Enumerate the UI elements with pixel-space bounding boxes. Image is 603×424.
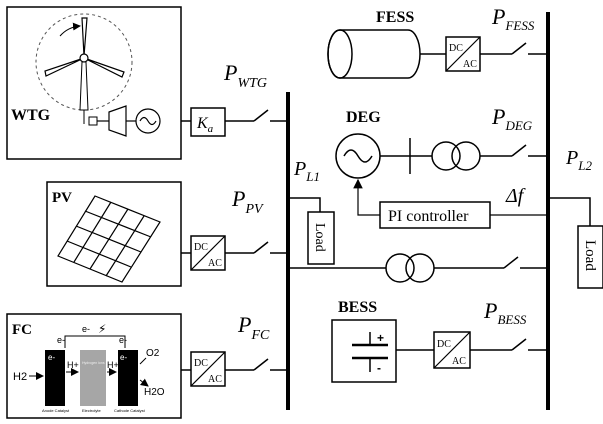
wtg-label: WTG xyxy=(11,107,51,124)
cathode-plate xyxy=(118,350,138,406)
anode-plate xyxy=(45,350,65,406)
ka-gain-box xyxy=(190,107,226,137)
p-bess-label: PBESS xyxy=(483,298,527,327)
fess-block: FESS xyxy=(327,9,421,79)
bess-converter-dc: DC xyxy=(437,339,451,350)
pv-frame xyxy=(46,181,182,287)
p-fess-label: PFESS xyxy=(491,4,535,33)
fess-label: FESS xyxy=(376,9,414,26)
fc-converter-dc: DC xyxy=(194,358,208,369)
p-fc-label: PFC xyxy=(237,312,270,343)
rotor-sweep-circle xyxy=(35,13,133,111)
fc-e-left: e- xyxy=(57,335,65,345)
load2-line xyxy=(548,197,591,226)
pi-controller-label: PI controller xyxy=(388,208,469,225)
p-pv-label: PPV xyxy=(231,186,264,217)
fc-converter-ac: AC xyxy=(208,374,222,385)
load1-label: Load xyxy=(312,223,327,252)
fess-converter-ac: AC xyxy=(463,59,477,70)
pv-converter: DC AC xyxy=(190,235,226,271)
battery-minus: - xyxy=(377,361,381,375)
deg-breaker[interactable] xyxy=(511,144,527,157)
bess-converter-ac: AC xyxy=(452,356,466,367)
electron-circuit xyxy=(64,335,126,348)
wtg-breaker[interactable] xyxy=(253,109,269,122)
pi-feedback-arrow xyxy=(353,178,380,216)
load2-box xyxy=(577,225,603,289)
hub-icon xyxy=(79,53,89,63)
battery-plus: + xyxy=(377,331,384,345)
fc-converter: DC AC xyxy=(190,351,226,387)
fc-membrane-text: Hydrogen ions xyxy=(82,361,105,365)
delta-f-label: Δf xyxy=(505,185,526,207)
load1-line xyxy=(288,197,321,212)
blade-left-icon xyxy=(44,57,85,77)
wtg-frame xyxy=(6,6,182,160)
p-l2-label: PL2 xyxy=(565,147,592,173)
fc-e-top: e- xyxy=(82,324,90,334)
tie-transformer-icon xyxy=(385,253,435,283)
rotation-arrow-icon xyxy=(59,22,81,37)
bess-converter: DC AC xyxy=(433,331,471,369)
pv-label: PV xyxy=(52,190,72,206)
pv-block: PV xyxy=(46,181,182,287)
fc-label: FC xyxy=(12,322,32,338)
fc-breaker[interactable] xyxy=(253,358,269,371)
solar-panel-icon xyxy=(57,195,161,283)
load2-label: Load xyxy=(582,240,598,271)
fc-e-inner-right: e- xyxy=(120,353,127,362)
electrolyte-membrane xyxy=(80,350,106,406)
tie-breaker[interactable] xyxy=(503,256,519,269)
ka-gain-label: Ka xyxy=(196,115,214,135)
fc-o2: O2 xyxy=(146,348,160,359)
pv-converter-ac: AC xyxy=(208,258,222,269)
fc-electrolyte-caption: Electrolyte xyxy=(82,408,101,413)
coupling-icon xyxy=(88,116,98,126)
fc-anode-caption: Anode Catalyst xyxy=(42,408,70,413)
fc-h2o: H2O xyxy=(144,387,165,398)
p-deg-label: PDEG xyxy=(491,104,533,133)
fess-converter: DC AC xyxy=(445,36,481,72)
lightning-icon: ⚡ xyxy=(98,322,106,336)
flywheel-icon xyxy=(327,29,421,79)
fc-h2: H2 xyxy=(13,371,27,383)
fc-cathode-caption: Cathode Catalyst xyxy=(114,408,146,413)
fc-block: FC e- e- ⚡ e- Hydrogen ions e- e- H+ H+ … xyxy=(6,313,182,419)
deg-label: DEG xyxy=(346,109,381,126)
fc-h-plus-right: H+ xyxy=(107,360,119,370)
blade-up-icon xyxy=(81,17,88,57)
battery-icon: + - xyxy=(331,319,397,383)
bess-label: BESS xyxy=(338,299,377,316)
fc-e-right: e- xyxy=(119,335,127,345)
gearbox-icon xyxy=(108,105,127,137)
fess-breaker[interactable] xyxy=(511,42,527,55)
load1-box xyxy=(307,211,335,265)
p-l1-label: PL1 xyxy=(293,158,320,184)
fess-converter-dc: DC xyxy=(449,43,463,54)
fc-h-plus-left: H+ xyxy=(67,360,79,370)
pv-converter-dc: DC xyxy=(194,242,208,253)
p-wtg-label: PWTG xyxy=(223,60,267,91)
fc-e-inner-left: e- xyxy=(48,353,55,362)
wtg-block: WTG xyxy=(6,6,182,160)
bess-breaker[interactable] xyxy=(511,338,527,351)
tower-icon xyxy=(79,61,89,111)
blade-right-icon xyxy=(83,57,125,78)
deg-transformer-icon xyxy=(431,141,481,171)
pv-breaker[interactable] xyxy=(253,241,269,254)
